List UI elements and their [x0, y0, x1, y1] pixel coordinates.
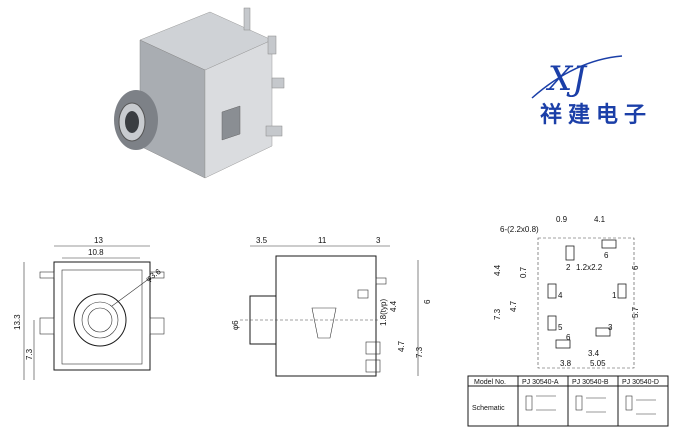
logo-letters: XJ — [545, 59, 588, 99]
svg-text:3.4: 3.4 — [588, 349, 600, 358]
svg-text:3.8: 3.8 — [560, 359, 572, 368]
brand-logo: XJ 祥建电子 — [531, 55, 652, 128]
svg-text:Model No.: Model No. — [474, 379, 506, 386]
svg-text:6: 6 — [566, 333, 571, 342]
svg-text:0.7: 0.7 — [519, 266, 528, 278]
svg-text:φ3.6: φ3.6 — [144, 267, 163, 284]
svg-text:4.4: 4.4 — [493, 264, 502, 276]
svg-text:4: 4 — [558, 291, 563, 300]
svg-text:6: 6 — [631, 265, 640, 270]
svg-text:3.5: 3.5 — [256, 236, 268, 245]
svg-text:13: 13 — [94, 236, 103, 245]
front-view: 13 10.8 φ3.6 13.3 7.3 — [13, 236, 165, 380]
svg-text:PJ 30540-D: PJ 30540-D — [622, 379, 659, 386]
footprint-view: 0.9 4.1 6-(2.2x0.8) 4.4 6 0.7 1.2x2.2 4.… — [493, 215, 640, 369]
svg-text:1.8(typ): 1.8(typ) — [379, 299, 388, 326]
svg-text:7.3: 7.3 — [493, 308, 502, 320]
product-render — [114, 7, 285, 179]
svg-text:4.7: 4.7 — [397, 340, 406, 352]
svg-text:3: 3 — [608, 323, 613, 332]
svg-text:5.05: 5.05 — [590, 359, 606, 368]
svg-text:5: 5 — [558, 323, 563, 332]
svg-text:Schematic: Schematic — [472, 405, 505, 412]
svg-text:7.3: 7.3 — [25, 348, 34, 360]
svg-text:7.3: 7.3 — [415, 346, 424, 358]
svg-text:5.7: 5.7 — [631, 306, 640, 318]
svg-text:φ6: φ6 — [231, 320, 240, 330]
svg-text:6: 6 — [423, 299, 432, 304]
svg-text:6: 6 — [604, 251, 609, 260]
svg-text:PJ 30540-A: PJ 30540-A — [522, 379, 559, 386]
svg-text:1: 1 — [612, 291, 617, 300]
svg-text:4.7: 4.7 — [509, 300, 518, 312]
svg-text:2: 2 — [566, 263, 571, 272]
svg-text:0.9: 0.9 — [556, 215, 568, 224]
svg-text:PJ 30540-B: PJ 30540-B — [572, 379, 609, 386]
side-view: 3.5 11 3 φ6 1.8(typ) 4.4 6 4.7 7.3 — [231, 236, 432, 377]
svg-text:1.2x2.2: 1.2x2.2 — [576, 263, 603, 272]
svg-text:4.4: 4.4 — [389, 300, 398, 312]
svg-text:3: 3 — [376, 236, 381, 245]
brand-name: 祥建电子 — [540, 102, 652, 128]
svg-text:11: 11 — [318, 236, 327, 245]
svg-text:4.1: 4.1 — [594, 215, 606, 224]
model-table: Model No. PJ 30540-A PJ 30540-B PJ 30540… — [467, 375, 669, 427]
svg-text:6-(2.2x0.8): 6-(2.2x0.8) — [500, 225, 539, 234]
svg-text:10.8: 10.8 — [88, 248, 104, 257]
svg-text:13.3: 13.3 — [13, 314, 22, 330]
